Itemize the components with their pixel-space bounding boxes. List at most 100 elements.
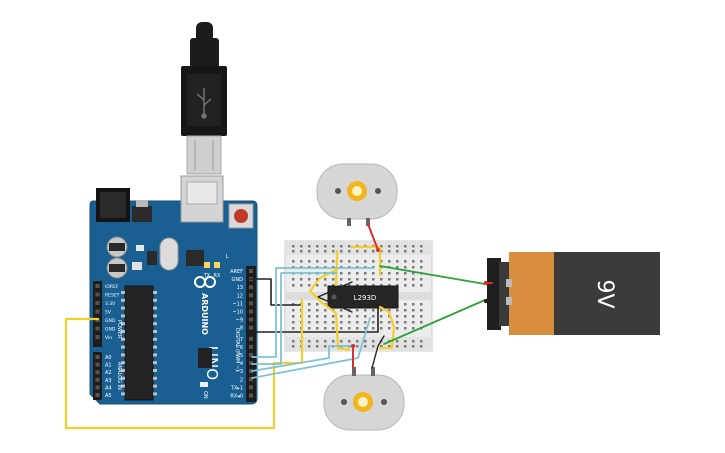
breadboard-hole[interactable] [316,260,319,263]
breadboard-hole[interactable] [396,327,399,330]
digital-pin-socket[interactable] [249,385,253,390]
breadboard-hole[interactable] [356,272,359,275]
wire-green-battery-pos[interactable] [379,265,486,285]
wire-blue-pin3[interactable] [251,345,357,372]
breadboard-hole[interactable] [420,278,423,281]
breadboard-hole[interactable] [348,340,351,343]
breadboard-hole[interactable] [332,278,335,281]
breadboard-hole[interactable] [340,315,343,318]
breadboard-hole[interactable] [412,309,415,312]
breadboard-hole[interactable] [364,345,367,348]
breadboard-hole[interactable] [388,345,391,348]
power-pin-socket[interactable] [95,292,100,297]
power-pin-socket[interactable] [95,309,100,314]
breadboard-hole[interactable] [332,327,335,330]
breadboard-hole[interactable] [324,340,327,343]
breadboard-hole[interactable] [348,321,351,324]
breadboard-hole[interactable] [372,272,375,275]
breadboard-hole[interactable] [372,309,375,312]
reset-button[interactable] [228,203,254,229]
breadboard-hole[interactable] [396,284,399,287]
breadboard-hole[interactable] [348,327,351,330]
breadboard-hole[interactable] [388,260,391,263]
breadboard-hole[interactable] [412,245,415,248]
breadboard-hole[interactable] [396,340,399,343]
breadboard-hole[interactable] [356,327,359,330]
breadboard-hole[interactable] [396,250,399,253]
breadboard-hole[interactable] [388,315,391,318]
analog-pin-socket[interactable] [95,377,100,382]
breadboard-hole[interactable] [308,315,311,318]
breadboard-hole[interactable] [396,315,399,318]
breadboard-hole[interactable] [340,278,343,281]
analog-pin-socket[interactable] [95,362,100,367]
breadboard-hole[interactable] [324,315,327,318]
breadboard-hole[interactable] [348,245,351,248]
breadboard-hole[interactable] [420,315,423,318]
breadboard-hole[interactable] [380,266,383,269]
breadboard-hole[interactable] [420,250,423,253]
breadboard-hole[interactable] [332,260,335,263]
breadboard-hole[interactable] [332,284,335,287]
breadboard-hole[interactable] [356,345,359,348]
breadboard-hole[interactable] [420,260,423,263]
breadboard-hole[interactable] [420,345,423,348]
digital-pin-socket[interactable] [249,344,253,349]
breadboard-hole[interactable] [356,315,359,318]
digital-pin-socket[interactable] [249,269,253,273]
breadboard-hole[interactable] [300,278,303,281]
breadboard-hole[interactable] [396,309,399,312]
breadboard-hole[interactable] [316,315,319,318]
power-pin-socket[interactable] [95,335,100,339]
breadboard-hole[interactable] [404,345,407,348]
digital-pin-socket[interactable] [249,301,253,306]
breadboard-hole[interactable] [412,260,415,263]
breadboard-hole[interactable] [372,345,375,348]
breadboard-hole[interactable] [332,245,335,248]
breadboard-hole[interactable] [404,284,407,287]
digital-pin-socket[interactable] [249,393,253,398]
breadboard-hole[interactable] [348,278,351,281]
breadboard-hole[interactable] [308,327,311,330]
breadboard-hole[interactable] [396,278,399,281]
digital-pin-socket[interactable] [249,377,253,382]
breadboard-hole[interactable] [308,303,311,306]
wire-black-gnd[interactable] [249,278,301,306]
breadboard-hole[interactable] [292,278,295,281]
breadboard-hole[interactable] [364,284,367,287]
breadboard-hole[interactable] [292,340,295,343]
wire-black-motor-bottom[interactable] [371,335,385,369]
breadboard-hole[interactable] [364,321,367,324]
breadboard-hole[interactable] [364,315,367,318]
breadboard-hole[interactable] [316,309,319,312]
breadboard-hole[interactable] [380,345,383,348]
breadboard-hole[interactable] [372,278,375,281]
breadboard-hole[interactable] [420,303,423,306]
usb-cable[interactable] [181,22,227,175]
breadboard-hole[interactable] [292,284,295,287]
breadboard-hole[interactable] [380,284,383,287]
breadboard-hole[interactable] [412,284,415,287]
breadboard-hole[interactable] [340,340,343,343]
breadboard-hole[interactable] [404,315,407,318]
breadboard-hole[interactable] [348,284,351,287]
breadboard-hole[interactable] [380,315,383,318]
breadboard-hole[interactable] [316,278,319,281]
breadboard-hole[interactable] [340,321,343,324]
breadboard-hole[interactable] [420,340,423,343]
breadboard-hole[interactable] [292,321,295,324]
dc-motor-bottom[interactable] [323,367,405,431]
breadboard-hole[interactable] [412,278,415,281]
breadboard-hole[interactable] [292,260,295,263]
breadboard-hole[interactable] [324,309,327,312]
breadboard-hole[interactable] [324,327,327,330]
breadboard-hole[interactable] [372,315,375,318]
digital-pin-socket[interactable] [249,353,253,357]
breadboard-hole[interactable] [308,284,311,287]
breadboard-hole[interactable] [420,245,423,248]
breadboard-hole[interactable] [308,309,311,312]
breadboard-hole[interactable] [372,284,375,287]
breadboard-hole[interactable] [404,327,407,330]
breadboard-hole[interactable] [308,340,311,343]
breadboard-hole[interactable] [300,284,303,287]
